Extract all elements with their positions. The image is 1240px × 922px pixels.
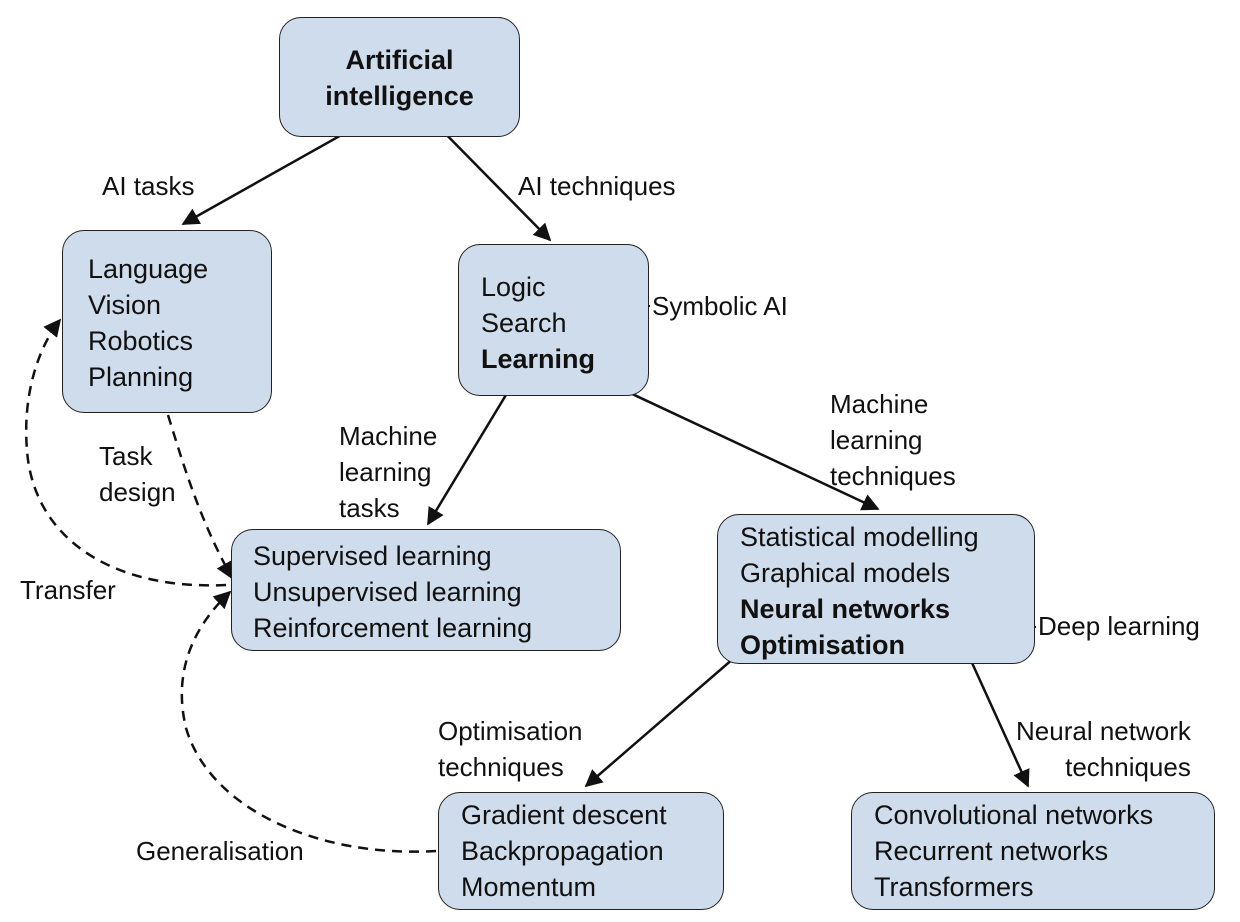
node-ml-techniques: Statistical modelling Graphical models N… — [717, 514, 1035, 664]
edge-label-ml-techniques: Machine learning techniques — [830, 386, 956, 494]
node-line: Language — [88, 254, 209, 284]
edge-label-symbolic-ai: Symbolic AI — [652, 291, 788, 321]
arrow-generalisation — [180, 590, 437, 853]
arrow-transfer — [24, 318, 227, 587]
arrow-learning-to-ml-tasks — [426, 374, 520, 526]
node-line: Unsupervised learning — [253, 577, 522, 607]
label-line: Optimisation — [438, 716, 583, 746]
label-line: Neural network — [1016, 716, 1191, 746]
node-line: Supervised learning — [253, 541, 492, 571]
node-line: Reinforcement learning — [253, 613, 533, 643]
node-ml-tasks: Supervised learning Unsupervised learnin… — [231, 529, 621, 651]
label-line: techniques — [438, 752, 564, 782]
node-line: Transformers — [874, 872, 1034, 902]
edge-label-transfer: Transfer — [20, 575, 116, 605]
node-line: Learning — [481, 344, 596, 374]
edge-label-optimisation-techniques: Optimisation techniques — [438, 713, 583, 785]
node-line: Backpropagation — [461, 836, 664, 866]
edge-label-generalisation: Generalisation — [136, 836, 304, 866]
node-line: Gradient descent — [461, 800, 667, 830]
node-line: Recurrent networks — [874, 836, 1109, 866]
node-artificial-intelligence: Artificial intelligence — [279, 17, 520, 137]
edge-label-deep-learning: Deep learning — [1038, 611, 1200, 641]
label-line: learning — [339, 457, 432, 487]
label-line: Task — [99, 441, 153, 471]
node-line: Robotics — [88, 326, 194, 356]
edge-label-task-design: Task design — [99, 438, 176, 510]
label-line: learning — [830, 425, 923, 455]
label-line: Machine — [830, 389, 929, 419]
edge-label-ai-tasks: AI tasks — [102, 171, 195, 201]
node-line: Search — [481, 308, 567, 338]
node-line: Graphical models — [740, 558, 951, 588]
node-line: Artificial — [345, 45, 454, 75]
node-line: intelligence — [325, 81, 474, 111]
node-optimisation-techniques: Gradient descent Backpropagation Momentu… — [438, 792, 724, 910]
label-line: techniques — [1065, 752, 1191, 782]
node-ai-techniques: Logic Search Learning — [458, 244, 649, 396]
edge-label-nn-techniques: Neural network techniques — [1016, 713, 1191, 785]
node-line: Statistical modelling — [740, 522, 979, 552]
arrow-ai-to-techniques — [429, 117, 552, 242]
edge-label-ml-tasks: Machine learning tasks — [339, 418, 437, 526]
label-line: techniques — [830, 461, 956, 491]
node-line: Vision — [88, 290, 162, 320]
edge-label-ai-techniques: AI techniques — [518, 171, 676, 201]
node-nn-techniques: Convolutional networks Recurrent network… — [851, 792, 1215, 910]
node-ai-tasks: Language Vision Robotics Planning — [62, 230, 272, 413]
node-line: Planning — [88, 362, 194, 392]
node-line: Neural networks — [740, 594, 951, 624]
label-line: tasks — [339, 493, 400, 523]
arrow-optimisation-to-opt-techniques — [584, 657, 735, 788]
node-line: Momentum — [461, 872, 597, 902]
node-line: Logic — [481, 272, 546, 302]
arrow-learning-to-ml-techniques — [597, 376, 880, 511]
label-line: design — [99, 477, 176, 507]
label-line: Machine — [339, 421, 438, 451]
node-line: Convolutional networks — [874, 800, 1154, 830]
arrow-task-design — [166, 414, 234, 580]
node-line: Optimisation — [740, 630, 906, 660]
